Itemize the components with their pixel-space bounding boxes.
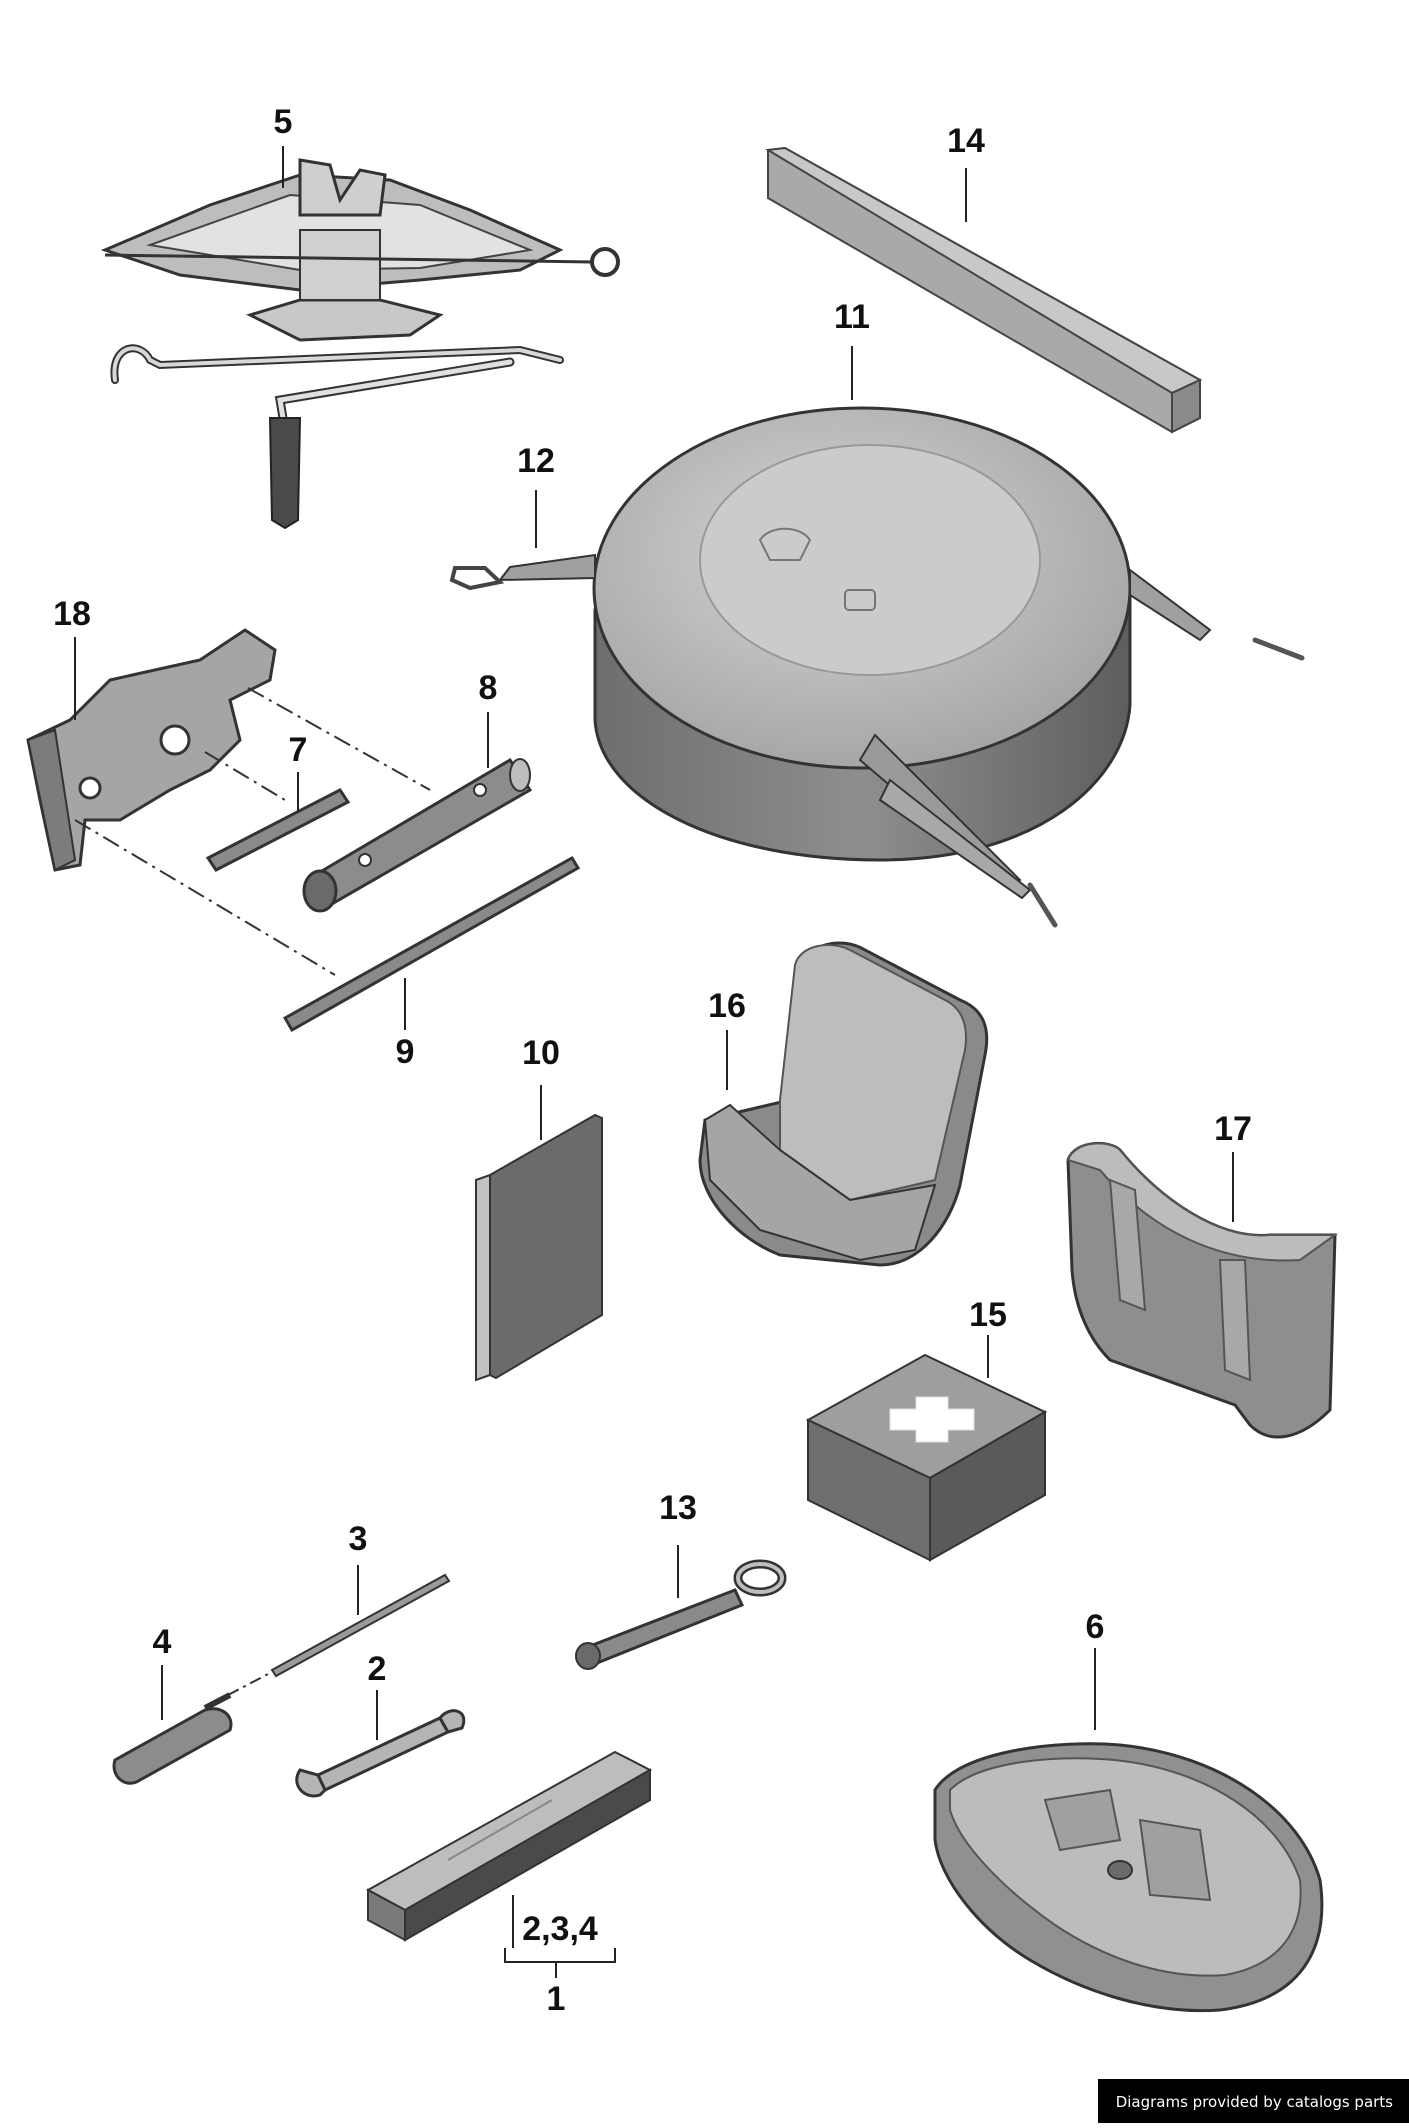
flat-panel-icon (475, 1113, 603, 1382)
rod-icon (282, 855, 581, 1033)
callout-6: 6 (1085, 1608, 1105, 1646)
strap-clip-icon (449, 566, 505, 591)
callout-15: 15 (969, 1296, 1007, 1334)
callout-13: 13 (659, 1489, 697, 1527)
towing-eye-icon (575, 1559, 787, 1670)
credit-badge: Diagrams provided by catalogs parts (1097, 2079, 1409, 2123)
callout-2: 2 (367, 1650, 387, 1688)
callout-18: 18 (53, 595, 91, 633)
callout-8: 8 (478, 669, 498, 707)
pin-rod-icon (205, 788, 351, 872)
callout-4: 4 (152, 1623, 172, 1661)
callout-2-3-4: 2,3,4 (522, 1910, 598, 1948)
callout-11: 11 (834, 298, 870, 336)
callout-16: 16 (708, 987, 746, 1025)
first-aid-kit-icon (805, 1353, 1048, 1562)
callout-9: 9 (395, 1033, 415, 1071)
callout-12: 12 (517, 442, 555, 480)
spare-tire-cover-icon (497, 406, 1305, 928)
callout-3: 3 (348, 1520, 368, 1558)
callout-5: 5 (273, 103, 293, 141)
open-end-wrench-icon (295, 1709, 466, 1798)
leader-lines (74, 146, 1234, 1978)
foam-cradle-icon (698, 941, 989, 1267)
callout-14: 14 (947, 122, 985, 160)
callout-1: 1 (546, 1980, 566, 2018)
callout-10: 10 (522, 1034, 560, 1072)
scissor-jack-icon (100, 158, 620, 342)
screwdriver-handle-icon (112, 1692, 233, 1785)
tool-pouch-icon (365, 1750, 653, 1942)
socket-wrench-icon (302, 757, 533, 913)
foam-tray-icon (933, 1742, 1324, 2013)
callout-7: 7 (288, 731, 308, 769)
foam-block-icon (1066, 1141, 1339, 1439)
rectangular-bar-icon (764, 146, 1203, 434)
screwdriver-blade-icon (227, 1573, 451, 1696)
tool-bracket-icon (26, 628, 431, 976)
callout-17: 17 (1214, 1110, 1252, 1148)
jack-crank-handle-icon (110, 344, 564, 530)
